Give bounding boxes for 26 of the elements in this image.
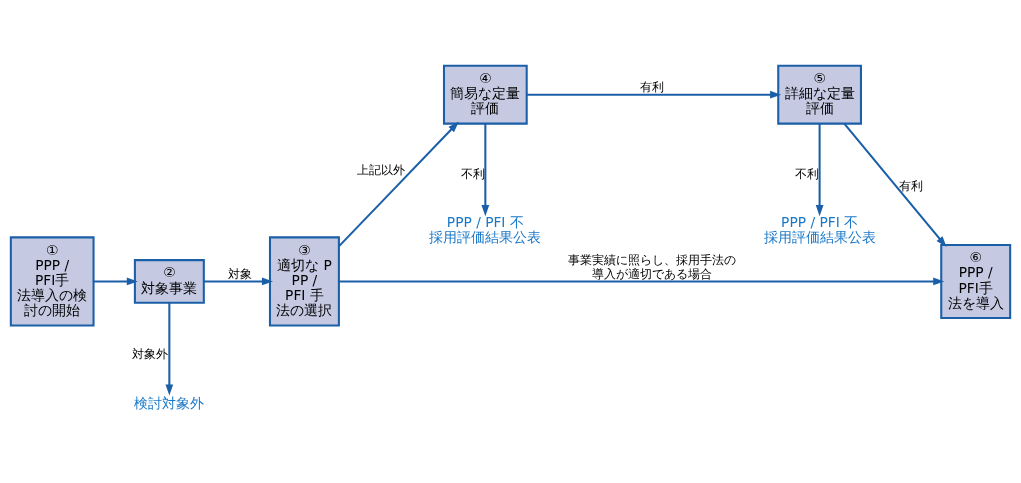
arrow <box>526 90 782 99</box>
node-text: 検討対象外 <box>134 395 205 412</box>
arrow <box>203 277 273 286</box>
edge-label: 対象外 <box>132 345 169 361</box>
node-box: ⑤ 詳細な定量評価 <box>777 64 862 125</box>
node-box: ④ 簡易な定量評価 <box>442 64 528 125</box>
arrow <box>481 123 490 217</box>
node-text: PPP / PFI 不採用評価結果公表 <box>429 214 542 246</box>
edge-label: 不利 <box>460 166 485 182</box>
node-box: ⑥ PPP / PFI手法を導入 <box>940 243 1012 320</box>
node-box: ② 対象事業 <box>133 259 205 304</box>
arrow <box>815 123 824 217</box>
arrow <box>338 121 459 247</box>
arrow <box>165 302 174 396</box>
node-box: ① PPP / PFI手法導入の検討の開始 <box>9 236 95 327</box>
node-box: ③ 適切な PPP / PFI 手法の選択 <box>268 236 340 327</box>
edge-label: 事業実績に照らし、採用手法の導入が適切である場合 <box>568 251 737 281</box>
edge-label: 上記以外 <box>357 161 406 177</box>
arrow <box>93 277 138 286</box>
edge-label: 対象 <box>227 265 252 281</box>
node-text: PPP / PFI 不採用評価結果公表 <box>763 214 876 246</box>
edge-label: 不利 <box>794 166 819 182</box>
arrow <box>339 277 945 286</box>
edge-label: 有利 <box>640 78 665 94</box>
edge-label: 有利 <box>899 178 924 194</box>
arrow <box>843 123 947 248</box>
